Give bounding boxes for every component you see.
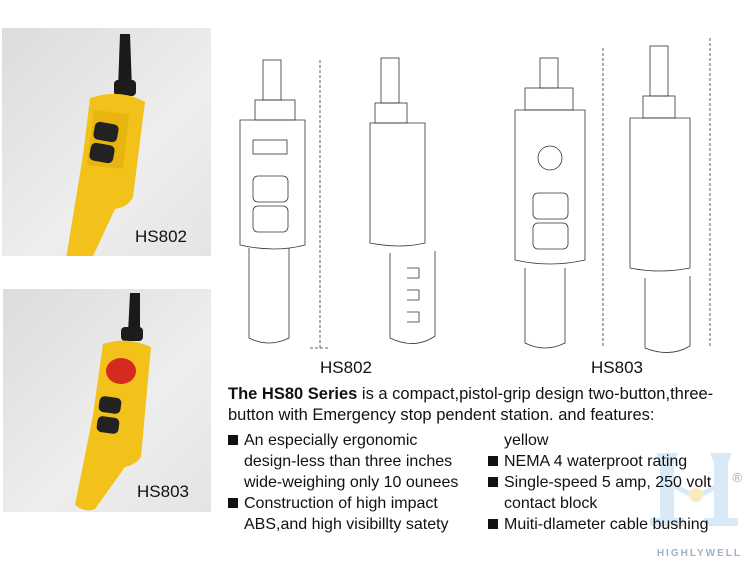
feature-line: design-less than three inches (244, 453, 453, 470)
watermark-brand: HIGHLYWELL (656, 548, 742, 559)
feature-item: Construction of high impact ABS,and high… (228, 493, 458, 535)
pendant-hs803-image (75, 293, 151, 511)
series-description: The HS80 Series is a compact,pistol-grip… (228, 384, 728, 426)
feature-item: Single-speed 5 amp, 250 volt contact blo… (488, 472, 711, 514)
feature-continuation: yellow (488, 430, 711, 451)
feature-item: Muiti-dlameter cable bushing (488, 514, 711, 535)
drawing-label-hs803: HS803 (591, 358, 643, 377)
drawing-hs802-side (369, 57, 436, 344)
registered-mark: ® (732, 470, 742, 485)
drawing-hs802-front (239, 59, 330, 350)
photo-hs802: HS802 (2, 28, 211, 256)
features-left: An especially ergonomic design-less than… (228, 430, 458, 535)
drawing-hs803-front (514, 48, 604, 349)
features-right: yellow NEMA 4 waterproot rating Single-s… (488, 430, 711, 535)
square-bullet-icon (488, 477, 498, 487)
feature-line: wide-weighing only 10 ounees (244, 474, 459, 491)
feature-line: Muiti-dlameter cable bushing (504, 516, 709, 533)
technical-drawings (239, 38, 711, 353)
feature-line: ABS,and high visibillty satety (244, 516, 449, 533)
intro-text: is a compact,pistol-grip design two-butt… (228, 385, 714, 424)
feature-line: yellow (504, 432, 549, 449)
pendant-hs802-image (66, 34, 145, 256)
intro-prefix: The (228, 385, 262, 403)
drawing-label-hs802: HS802 (320, 358, 372, 377)
series-name: HS80 Series (261, 385, 358, 403)
square-bullet-icon (228, 435, 238, 445)
feature-line: contact block (504, 495, 598, 512)
feature-line: NEMA 4 waterproot rating (504, 453, 688, 470)
photo-label: HS802 (135, 227, 187, 246)
feature-item: An especially ergonomic design-less than… (228, 430, 458, 493)
photo-hs803: HS803 (3, 289, 211, 512)
photo-label: HS803 (137, 482, 189, 501)
feature-line: An especially ergonomic (244, 432, 418, 449)
square-bullet-icon (228, 498, 238, 508)
square-bullet-icon (488, 519, 498, 529)
feature-line: Construction of high impact (244, 495, 438, 512)
feature-item: NEMA 4 waterproot rating (488, 451, 711, 472)
square-bullet-icon (488, 456, 498, 466)
feature-line: Single-speed 5 amp, 250 volt (504, 474, 712, 491)
drawing-hs803-side (629, 38, 711, 353)
